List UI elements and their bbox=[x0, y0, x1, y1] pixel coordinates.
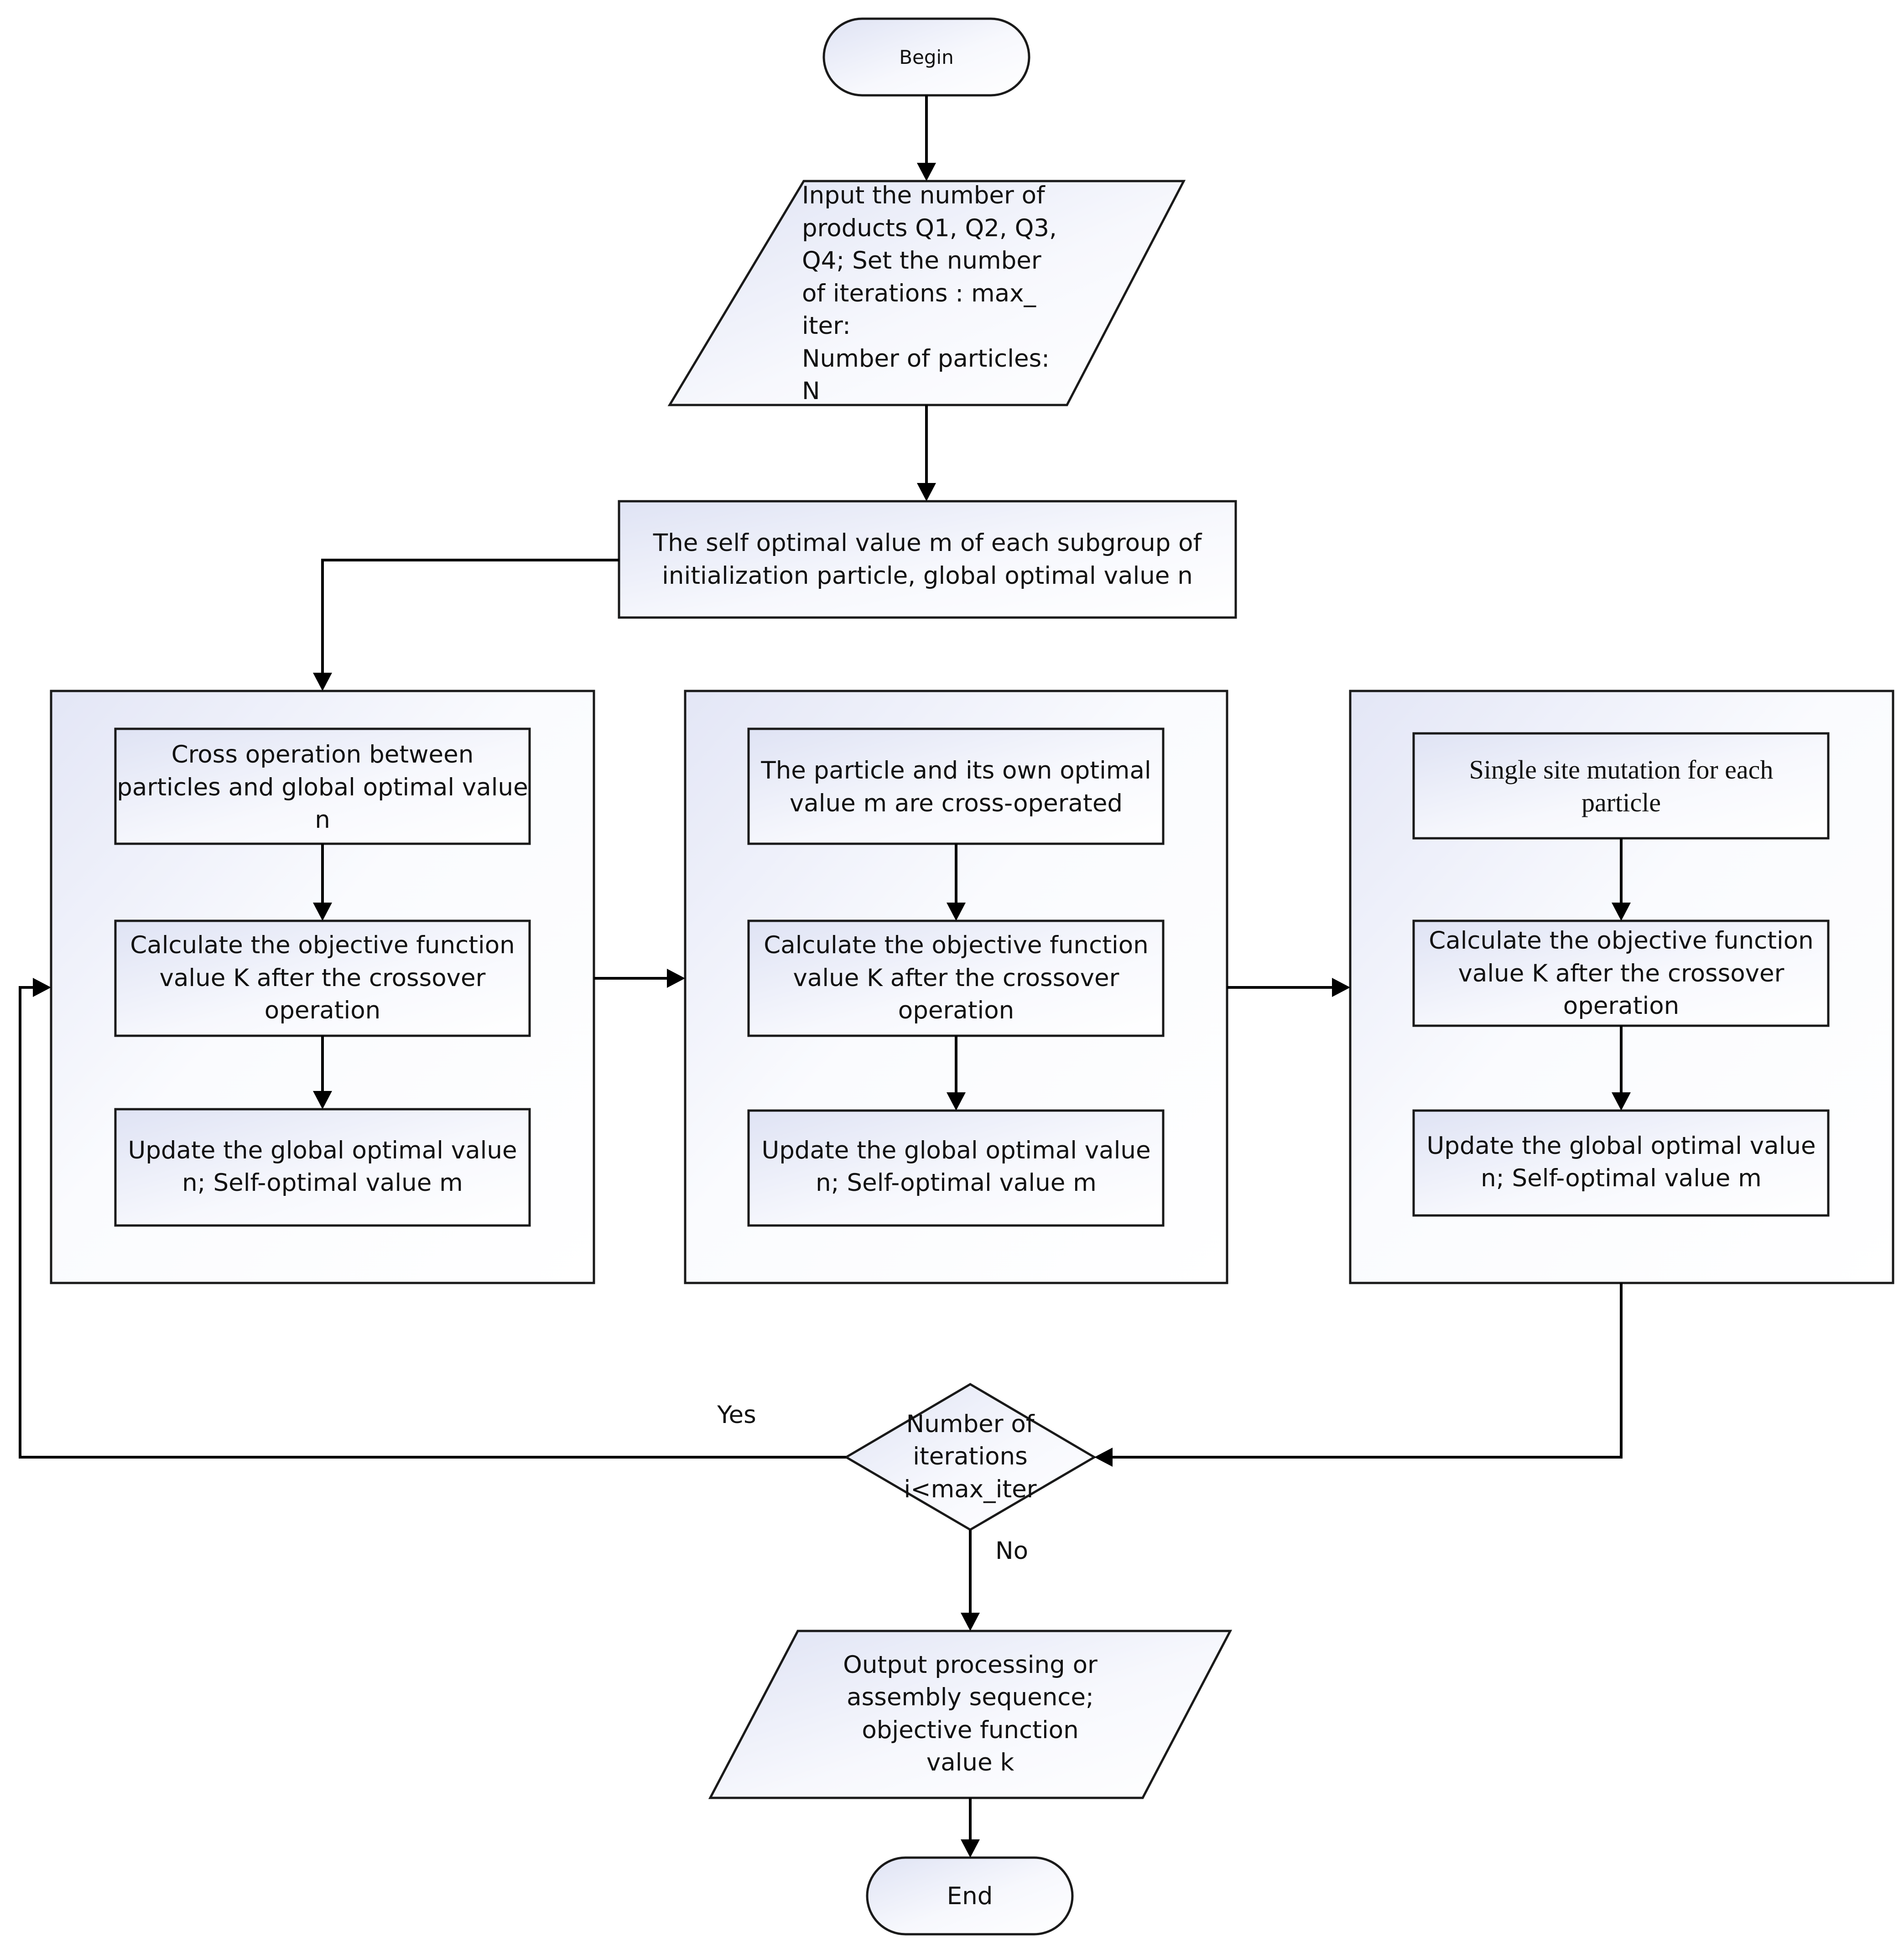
svg-text:Number of: Number of bbox=[906, 1410, 1035, 1438]
svg-text:Calculate the objective functi: Calculate the objective function bbox=[130, 931, 515, 959]
edge-panel-3-step-2-3 bbox=[1612, 1026, 1631, 1111]
panel-2-step-2-box bbox=[747, 919, 1165, 1037]
svg-text:iter:: iter: bbox=[802, 312, 851, 340]
panel-2-step-2-label: Calculate the objective function value K… bbox=[764, 931, 1149, 1024]
edge-input-init bbox=[917, 405, 936, 501]
panel-2-step-1-box bbox=[747, 727, 1165, 845]
svg-text:n; Self-optimal value m: n; Self-optimal value m bbox=[1481, 1164, 1762, 1192]
init-label: The self optimal value m of each subgrou… bbox=[653, 529, 1202, 590]
svg-text:operation: operation bbox=[898, 997, 1014, 1024]
svg-text:initialization particle, globa: initialization particle, global optimal … bbox=[662, 562, 1193, 590]
edge-panel-1-panel-2 bbox=[594, 969, 685, 988]
edge-panel-3-decision bbox=[1094, 1283, 1623, 1467]
svg-text:value K after the crossover: value K after the crossover bbox=[1458, 960, 1784, 987]
edge-decision-no-output bbox=[961, 1530, 980, 1631]
svg-text:Update the global optimal valu: Update the global optimal value bbox=[128, 1137, 517, 1164]
svg-text:Cross operation between: Cross operation between bbox=[172, 741, 474, 768]
svg-text:products Q1, Q2, Q3,: products Q1, Q2, Q3, bbox=[802, 214, 1057, 242]
svg-text:particles and global optimal v: particles and global optimal value bbox=[117, 774, 528, 801]
input-parallelogram bbox=[667, 180, 1186, 406]
edge-begin-input bbox=[917, 95, 936, 181]
svg-text:operation: operation bbox=[1563, 992, 1679, 1020]
edge-panel-2-step-2-3 bbox=[947, 1036, 966, 1111]
edge-panel-2-panel-3 bbox=[1227, 978, 1350, 997]
panel-3-step-1-box bbox=[1412, 732, 1830, 840]
output-parallelogram bbox=[708, 1630, 1233, 1799]
panel-1-step-1-label: Cross operation between particles and gl… bbox=[117, 741, 528, 834]
svg-text:operation: operation bbox=[265, 997, 380, 1024]
output-label: Output processing or assembly sequence; … bbox=[843, 1651, 1098, 1776]
panel-3-step-1-label: Single site mutation for each particle bbox=[1469, 755, 1774, 817]
edge-panel-1-step-2-3 bbox=[313, 1036, 332, 1109]
svg-text:assembly sequence;: assembly sequence; bbox=[847, 1683, 1094, 1711]
svg-text:The self optimal value m of ea: The self optimal value m of each subgrou… bbox=[653, 529, 1202, 557]
svg-text:Calculate the objective functi: Calculate the objective function bbox=[1429, 927, 1814, 955]
svg-text:Update the global optimal valu: Update the global optimal value bbox=[1426, 1132, 1816, 1160]
panel-3-step-3-label: Update the global optimal value n; Self-… bbox=[1426, 1132, 1816, 1192]
panel-1-step-2-label: Calculate the objective function value K… bbox=[130, 931, 515, 1024]
svg-text:objective function: objective function bbox=[862, 1716, 1078, 1744]
svg-text:Number of particles:: Number of particles: bbox=[802, 345, 1050, 373]
svg-text:Output processing or: Output processing or bbox=[843, 1651, 1098, 1679]
svg-text:value m are cross-operated: value m are cross-operated bbox=[790, 789, 1123, 817]
svg-text:n: n bbox=[315, 806, 330, 834]
init-box bbox=[618, 500, 1237, 619]
svg-text:value K after the crossover: value K after the crossover bbox=[793, 964, 1119, 992]
svg-text:Update the global optimal valu: Update the global optimal value bbox=[761, 1137, 1150, 1164]
panel-3-step-2-label: Calculate the objective function value K… bbox=[1429, 927, 1814, 1020]
input-label: Input the number of products Q1, Q2, Q3,… bbox=[802, 182, 1057, 405]
panel-2-step-3-label: Update the global optimal value n; Self-… bbox=[761, 1137, 1150, 1197]
panel-1-step-3-label: Update the global optimal value n; Self-… bbox=[128, 1137, 517, 1197]
svg-text:Q4; Set the number: Q4; Set the number bbox=[802, 247, 1041, 275]
svg-text:n; Self-optimal value m: n; Self-optimal value m bbox=[182, 1169, 463, 1197]
edge-label-no: No bbox=[995, 1537, 1028, 1565]
panel-3-step-2-box bbox=[1412, 919, 1830, 1027]
svg-text:i<max_iter: i<max_iter bbox=[904, 1475, 1036, 1503]
svg-text:N: N bbox=[802, 377, 820, 405]
edge-panel-1-step-1-2 bbox=[313, 844, 332, 921]
edge-output-end bbox=[961, 1798, 980, 1858]
svg-text:of iterations : max_: of iterations : max_ bbox=[802, 280, 1036, 307]
edge-panel-2-step-1-2 bbox=[947, 844, 966, 921]
edge-init-panel-1 bbox=[313, 559, 619, 691]
panel-3-step-3-box bbox=[1412, 1109, 1830, 1217]
panel-1-step-2-box bbox=[114, 919, 531, 1037]
edge-decision-yes-loop bbox=[19, 978, 846, 1459]
edge-label-yes: Yes bbox=[717, 1401, 756, 1429]
decision-label: Number of iterations i<max_iter bbox=[904, 1410, 1036, 1503]
end-label: End bbox=[947, 1882, 993, 1910]
svg-text:iterations: iterations bbox=[913, 1443, 1028, 1470]
svg-text:Calculate the objective functi: Calculate the objective function bbox=[764, 931, 1149, 959]
panel-2-step-1-label: The particle and its own optimal value m… bbox=[760, 757, 1151, 817]
svg-text:n; Self-optimal value m: n; Self-optimal value m bbox=[816, 1169, 1097, 1197]
svg-text:The particle and its own optim: The particle and its own optimal bbox=[760, 757, 1151, 784]
svg-text:Single site mutation for each: Single site mutation for each bbox=[1469, 755, 1774, 784]
svg-text:value K after the crossover: value K after the crossover bbox=[160, 964, 486, 992]
panel-1-step-1-box bbox=[114, 727, 531, 845]
end-terminal bbox=[866, 1856, 1074, 1936]
panel-1-step-3-box bbox=[114, 1108, 531, 1227]
panel-2-step-3-box bbox=[747, 1109, 1165, 1227]
svg-text:particle: particle bbox=[1581, 788, 1661, 817]
svg-text:Input the number of: Input the number of bbox=[802, 182, 1046, 209]
edge-panel-3-step-1-2 bbox=[1612, 838, 1631, 921]
svg-text:value k: value k bbox=[926, 1749, 1014, 1776]
begin-label: Begin bbox=[899, 46, 954, 68]
